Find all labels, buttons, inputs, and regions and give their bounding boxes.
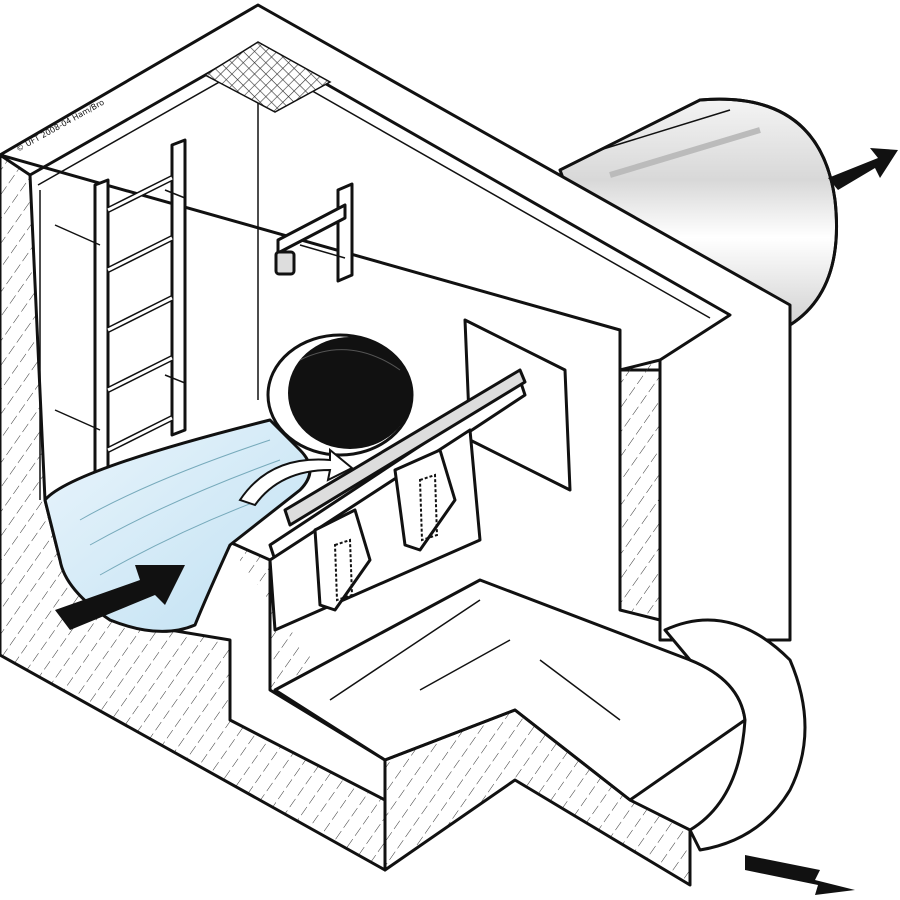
curved-arrow-icon (238, 447, 354, 507)
wall-bracket-sensor (274, 182, 354, 283)
spring-valve-left (313, 508, 372, 612)
arrow-up-right-icon (828, 148, 898, 190)
outlet-pipe-lower (663, 618, 807, 852)
arrow-right-icon (55, 565, 185, 630)
inlet-opening (266, 333, 414, 457)
spring-valve-right (393, 448, 457, 552)
right-wall-section (383, 358, 692, 887)
access-ladder (54, 138, 187, 482)
vent-grate (203, 41, 332, 113)
arrow-down-right-icon (745, 855, 855, 895)
